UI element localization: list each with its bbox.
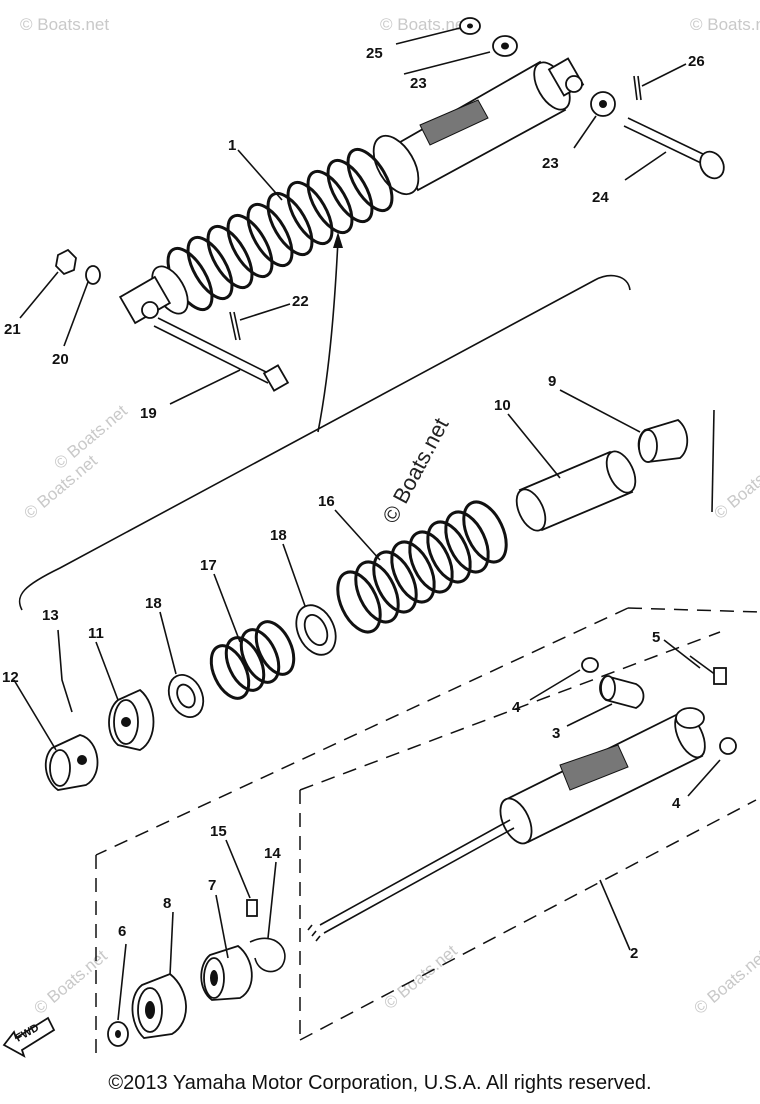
callout-23: 23 — [410, 75, 427, 92]
bracket-line — [18, 274, 631, 611]
damper-group-outline — [95, 607, 760, 1060]
callout-5: 5 — [652, 629, 660, 646]
watermark-text: © Boats.net — [690, 15, 760, 34]
callout-13: 13 — [42, 607, 59, 624]
callout-1: 1 — [228, 137, 236, 154]
callout-leaders — [13, 27, 721, 1021]
watermark-text: © Boats.net — [690, 946, 760, 1018]
callout-22: 22 — [292, 293, 309, 310]
parts-diagram: © Boats.net © Boats.net © Boats.net © Bo… — [2, 15, 760, 1060]
watermark-text: © Boats.net — [710, 451, 760, 523]
exploded-parts — [44, 418, 689, 791]
callout-15: 15 — [210, 823, 227, 840]
diagram-canvas: © Boats.net © Boats.net © Boats.net © Bo… — [2, 15, 760, 1060]
callout-9: 9 — [548, 373, 556, 390]
callout-16: 16 — [318, 493, 335, 510]
callout-8: 8 — [163, 895, 171, 912]
callout-19: 19 — [140, 405, 157, 422]
callout-4: 4 — [672, 795, 681, 812]
copyright-notice: ©2013 Yamaha Motor Corporation, U.S.A. A… — [108, 1072, 652, 1094]
callout-2: 2 — [630, 945, 638, 962]
callout-10: 10 — [494, 397, 511, 414]
callout-24: 24 — [592, 189, 609, 206]
callout-18: 18 — [270, 527, 287, 544]
callout-20: 20 — [52, 351, 69, 368]
callout-6: 6 — [118, 923, 126, 940]
damper-hardware — [107, 899, 286, 1047]
bracket-line — [711, 409, 715, 513]
watermark-text: © Boats.net — [30, 946, 111, 1018]
top-hardware — [55, 17, 725, 392]
damper-unit — [307, 655, 737, 942]
callout-21: 21 — [4, 321, 21, 338]
callout-14: 14 — [264, 845, 281, 862]
arrow-head-icon — [333, 232, 343, 248]
callout-12: 12 — [2, 669, 19, 686]
callout-18: 18 — [145, 595, 162, 612]
callout-7: 7 — [208, 877, 216, 894]
callout-23: 23 — [542, 155, 559, 172]
callout-4: 4 — [512, 699, 521, 716]
watermark-text: © Boats.net — [380, 941, 461, 1013]
shock-absorber-assembly — [118, 57, 585, 325]
callout-11: 11 — [88, 625, 104, 642]
secondary-coil-spring — [209, 620, 296, 700]
callout-3: 3 — [552, 725, 560, 742]
watermark-text: © Boats.net — [380, 15, 469, 34]
forward-arrow-icon: FWD — [2, 1016, 56, 1058]
main-watermark: © Boats.net — [377, 414, 453, 528]
explode-arrow — [317, 239, 339, 433]
callout-labels: 1 2 3 4 4 5 6 7 8 9 10 11 12 13 14 15 16… — [2, 45, 705, 962]
callout-25: 25 — [366, 45, 383, 62]
upper-coil-spring — [166, 147, 394, 312]
callout-26: 26 — [688, 53, 705, 70]
main-coil-spring — [336, 500, 508, 634]
watermark-text: © Boats.net — [20, 15, 109, 34]
callout-17: 17 — [200, 557, 217, 574]
